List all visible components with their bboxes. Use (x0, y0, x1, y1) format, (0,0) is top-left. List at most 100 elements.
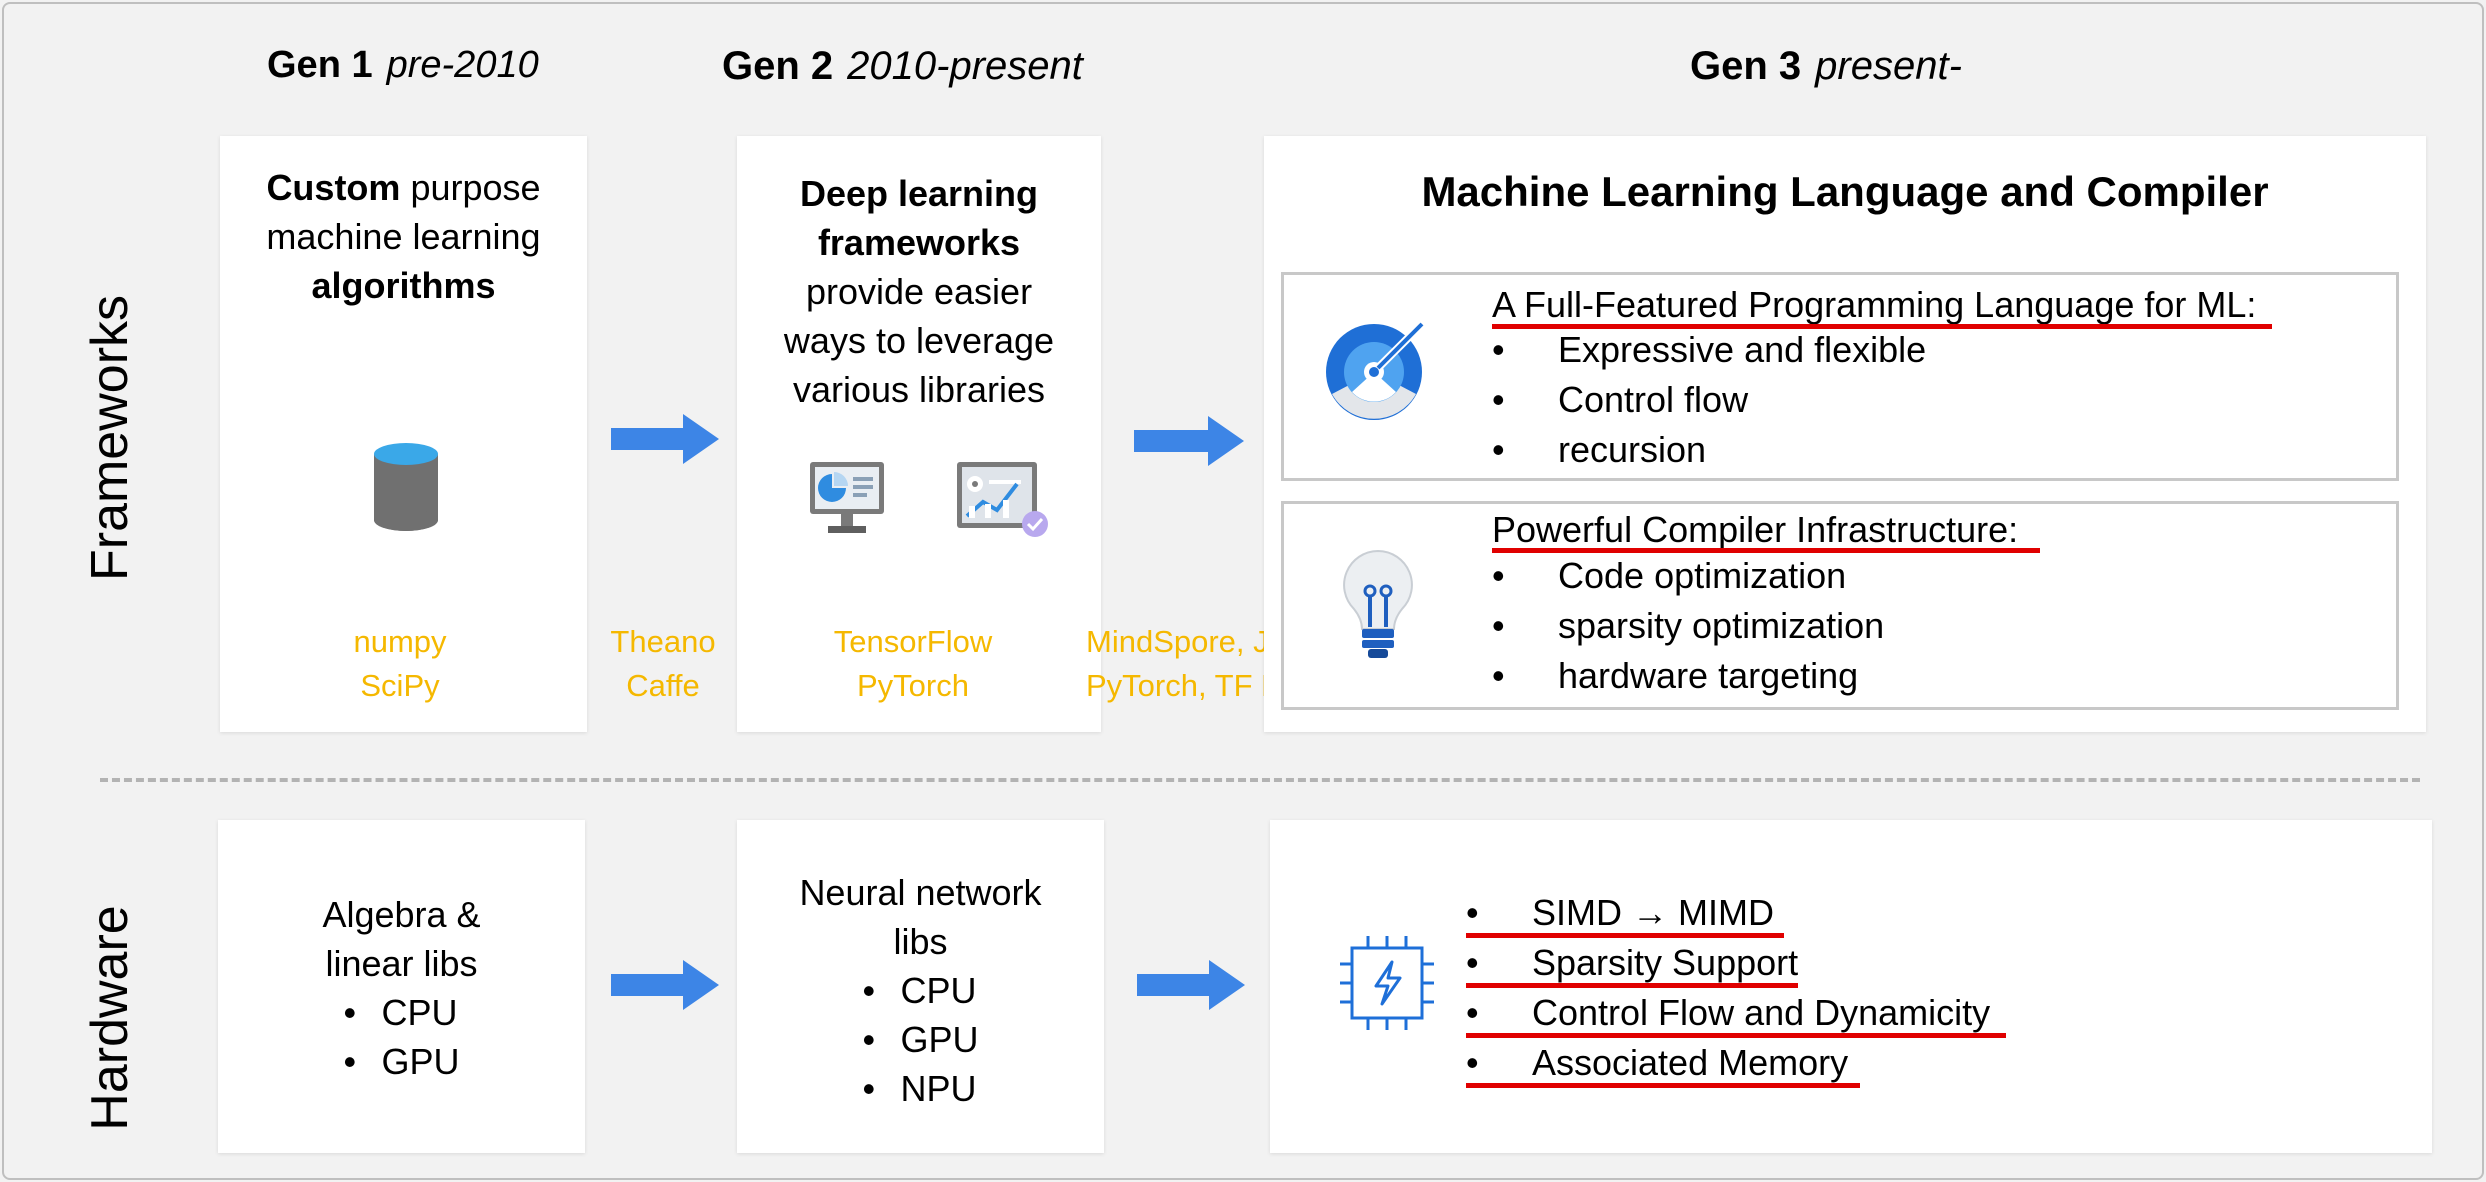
database-icon (374, 443, 438, 531)
lib-caffe: Caffe (626, 668, 700, 703)
lib-tensorflow: TensorFlow (833, 624, 993, 659)
compiler-heading: Powerful Compiler Infrastructure: (1492, 509, 2019, 550)
language-heading-underline (1492, 324, 2272, 329)
list-item: • Control flow (1492, 375, 1926, 425)
gen3-hardware-card: •SIMD → MIMD •Sparsity Support •Control … (1270, 820, 2432, 1153)
row-label-hardware: Hardware (81, 905, 139, 1131)
gen2-hw-list: • CPU • GPU • NPU (862, 966, 978, 1113)
row-label-frameworks: Frameworks (81, 294, 139, 582)
analytics-settings-icon (957, 462, 1048, 537)
gen3-period: present- (1815, 44, 1962, 88)
hw-npu: NPU (900, 1068, 977, 1109)
gen2-card-bold-deep-learning: Deep learning (799, 173, 1039, 214)
gen2-hardware-text: Neural network libs • CPU • GPU • NPU (737, 868, 1104, 1113)
hw-associated-memory: Associated Memory (1532, 1042, 1849, 1083)
underline (1466, 933, 1784, 938)
gen2-framework-card: Deep learning frameworks provide easier … (737, 136, 1101, 732)
gen1-name: Gen 1 (267, 44, 373, 86)
item-sparsity-optimization: sparsity optimization (1558, 605, 1885, 646)
item-hardware-targeting: hardware targeting (1558, 655, 1859, 696)
bullet: • (862, 1019, 876, 1060)
gen1-card-line2: machine learning (266, 216, 541, 257)
gen2-hw-title-line2: libs (893, 921, 948, 962)
bullet: • (1466, 992, 1479, 1033)
bullet: • (1492, 429, 1505, 470)
bullet: • (1466, 1042, 1479, 1083)
arrow-gen1-to-gen2-frameworks (611, 414, 719, 464)
gen1-framework-card: Custom purpose machine learning algorith… (220, 136, 587, 732)
list-item: • recursion (1492, 425, 1926, 475)
list-item: • hardware targeting (1492, 651, 1884, 701)
gen1-hardware-card: Algebra & linear libs •CPU •GPU (218, 820, 585, 1153)
item-code-optimization: Code optimization (1558, 555, 1847, 596)
arrow-gen2-to-gen3-hardware (1137, 960, 1245, 1010)
list-item: • SIMD → MIMD (1466, 888, 1990, 938)
lib-numpy: numpy (353, 624, 447, 659)
hw-gpu: GPU (900, 1019, 979, 1060)
bullet: • (343, 992, 357, 1033)
compiler-heading-underline (1492, 548, 2040, 553)
arrow-gen2-to-gen3-frameworks (1134, 416, 1244, 466)
list-item: •GPU (343, 1037, 459, 1086)
language-feature-list: • Expressive and flexible • Control flow •… (1492, 325, 1926, 475)
hw-cpu: CPU (900, 970, 977, 1011)
bullet: • (1492, 655, 1505, 696)
list-item: • Expressive and flexible (1492, 325, 1926, 375)
underline (1466, 983, 1798, 988)
gen3-card-title: Machine Learning Language and Compiler (1421, 168, 2269, 215)
bullet: • (1492, 329, 1505, 370)
hw-simd-mimd: SIMD → MIMD (1532, 892, 1774, 933)
list-item: • CPU (862, 966, 978, 1015)
item-expressive: Expressive and flexible (1558, 329, 1927, 370)
lib-pytorch: PyTorch (857, 668, 969, 703)
list-item: • CPU (343, 988, 459, 1037)
gen2-libraries: TensorFlow PyTorch (813, 620, 1013, 708)
bullet: • (1466, 892, 1479, 933)
hw-cpu: CPU (381, 992, 458, 1033)
bullet: • (1492, 605, 1505, 646)
gen3-framework-card: Machine Learning Language and Compiler A… (1264, 136, 2426, 732)
gen2-card-bold-frameworks: frameworks (817, 222, 1021, 263)
gen3-hw-list: •SIMD → MIMD •Sparsity Support •Control … (1466, 888, 2006, 1088)
gen1-card-text: Custom purpose machine learning algorith… (220, 163, 587, 310)
underline (1466, 1033, 2006, 1038)
list-item: •Code optimization (1492, 551, 1884, 601)
gen1-hw-list: • CPU •GPU (343, 988, 459, 1086)
lib-theano: Theano (610, 624, 716, 659)
arrow-gen1-to-gen2-hardware (611, 960, 719, 1010)
underline (1466, 1083, 1860, 1088)
gen1-libraries: numpy SciPy (320, 620, 480, 708)
gen1-hw-title-line2: linear libs (325, 943, 478, 984)
gauge-icon (1326, 321, 1425, 420)
bullet: • (862, 970, 876, 1011)
compiler-box: Powerful Compiler Infrastructure: •Code … (1281, 501, 2399, 710)
gen2-card-line3: provide easier (805, 271, 1033, 312)
gen2-card-text: Deep learning frameworks provide easier … (737, 169, 1101, 414)
gen2-card-line4: ways to leverage (783, 320, 1055, 361)
list-item: • NPU (862, 1064, 978, 1113)
gen1-card-line1-rest: purpose (400, 167, 541, 208)
gen1-card-bold-custom: Custom (266, 167, 401, 208)
dashboard-monitor-icon (810, 462, 884, 533)
gen2-hw-title-line1: Neural network (799, 872, 1042, 913)
gen2-period: 2010-present (847, 44, 1083, 88)
compiler-feature-list: •Code optimization •sparsity optimizatio… (1492, 551, 1884, 701)
item-recursion: recursion (1558, 429, 1707, 470)
gen1-period: pre-2010 (386, 44, 539, 86)
bullet: • (343, 1041, 357, 1082)
gen1-hardware-text: Algebra & linear libs •CPU •GPU (218, 890, 585, 1086)
list-item: •Sparsity Support (1466, 938, 1990, 988)
bullet: • (862, 1068, 876, 1109)
lightbulb-icon (1343, 549, 1413, 658)
transition1-libraries: Theano Caffe (593, 620, 733, 708)
list-item: • GPU (862, 1015, 978, 1064)
processor-chip-icon (1340, 936, 1434, 1030)
bullet: • (1492, 379, 1505, 420)
hw-sparsity-support: Sparsity Support (1532, 942, 1799, 983)
item-control-flow: Control flow (1558, 379, 1749, 420)
list-item: •Control Flow and Dynamicity (1466, 988, 2006, 1038)
gen2-card-line5: various libraries (792, 369, 1046, 410)
